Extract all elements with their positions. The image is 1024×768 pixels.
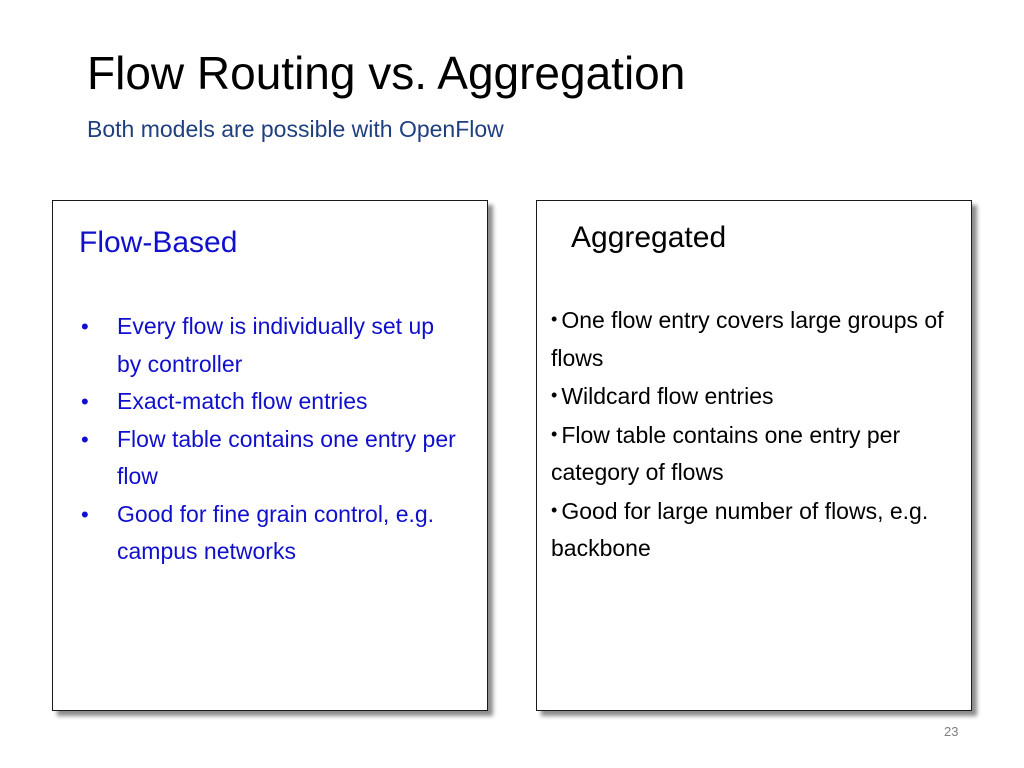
list-item: •One flow entry covers large groups of f…	[551, 301, 961, 377]
bullet-icon: •	[81, 314, 89, 339]
bullet-icon: •	[551, 499, 558, 520]
list-item-text: Flow table contains one entry per catego…	[551, 421, 901, 486]
list-item-text: Wildcard flow entries	[561, 383, 774, 409]
bullet-icon: •	[551, 309, 558, 329]
list-item: •Good for large number of flows, e.g. ba…	[551, 492, 961, 568]
list-item-text: Good for large number of flows, e.g. bac…	[551, 497, 929, 562]
list-item-text: Exact-match flow entries	[117, 388, 368, 414]
list-item: • Exact-match flow entries	[81, 383, 461, 421]
list-item-text: Flow table contains one entry per flow	[117, 425, 456, 490]
list-item: • Good for fine grain control, e.g. camp…	[81, 496, 461, 571]
aggregated-box: Aggregated •One flow entry covers large …	[536, 200, 972, 711]
bullet-icon: •	[81, 426, 89, 452]
flow-based-box: Flow-Based • Every flow is individually …	[52, 200, 488, 711]
slide-subtitle: Both models are possible with OpenFlow	[87, 116, 504, 142]
list-item-text: Good for fine grain control, e.g. campus…	[117, 500, 435, 565]
bullet-icon: •	[81, 389, 89, 414]
flow-based-heading: Flow-Based	[79, 226, 238, 259]
list-item: • Flow table contains one entry per flow	[81, 421, 461, 496]
page-number: 23	[944, 724, 959, 739]
bullet-icon: •	[81, 501, 89, 527]
list-item: • Every flow is individually set up by c…	[81, 308, 461, 383]
list-item-text: Every flow is individually set up by con…	[117, 313, 435, 377]
bullet-icon: •	[551, 385, 558, 405]
flow-based-list: • Every flow is individually set up by c…	[81, 308, 461, 571]
slide-title: Flow Routing vs. Aggregation	[87, 47, 686, 99]
aggregated-heading: Aggregated	[571, 221, 727, 254]
list-item: •Wildcard flow entries	[551, 377, 961, 416]
aggregated-list: •One flow entry covers large groups of f…	[551, 301, 961, 568]
list-item-text: One flow entry covers large groups of fl…	[551, 307, 944, 371]
list-item: •Flow table contains one entry per categ…	[551, 416, 961, 492]
bullet-icon: •	[551, 423, 558, 444]
